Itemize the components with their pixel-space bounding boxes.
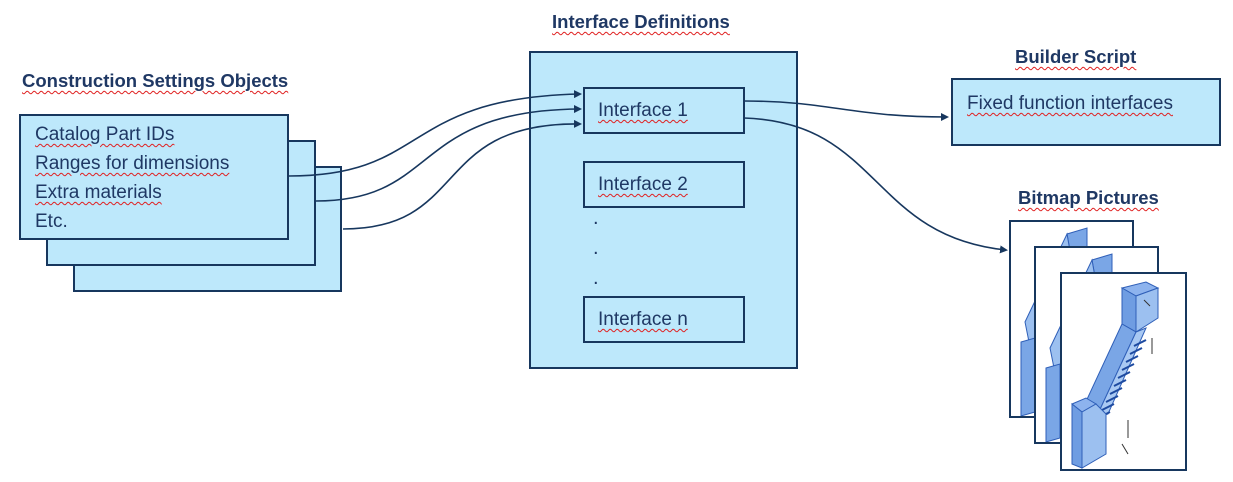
construction-object-front: Catalog Part IDs Ranges for dimensions E… — [19, 114, 289, 240]
interface-1-box: Interface 1 — [583, 87, 745, 134]
construction-item-ranges: Ranges for dimensions — [35, 153, 230, 174]
arrow-interface-1-to-bitmaps — [743, 117, 1008, 254]
arrow-front-object-to-interface-1 — [288, 90, 582, 177]
bitmap-pictures-heading: Bitmap Pictures — [1018, 187, 1159, 208]
interface-2-box: Interface 2 — [583, 161, 745, 208]
construction-item-extra-materials: Extra materials — [35, 182, 162, 203]
arrow-back-object-to-interface-1 — [342, 119, 582, 230]
ellipsis-dot-1: . — [593, 207, 599, 229]
construction-settings-heading: Construction Settings Objects — [22, 70, 289, 91]
builder-script-box: Fixed function interfaces — [951, 78, 1221, 146]
ellipsis-dot-2: . — [593, 237, 599, 259]
bitmap-sheet-front — [1060, 272, 1187, 471]
interface-2-label: Interface 2 — [598, 174, 688, 195]
interface-definitions-heading: Interface Definitions — [552, 11, 730, 32]
ellipsis-dot-3: . — [593, 267, 599, 289]
builder-script-label: Fixed function interfaces — [967, 93, 1173, 114]
arrow-middle-object-to-interface-1 — [315, 105, 582, 202]
construction-item-catalog-part-ids: Catalog Part IDs — [35, 124, 175, 145]
interface-n-label: Interface n — [598, 309, 688, 330]
escalator-picture-front — [1071, 281, 1160, 469]
interface-n-box: Interface n — [583, 296, 745, 343]
arrow-interface-1-to-builder-script — [743, 100, 949, 121]
construction-item-etc: Etc. — [35, 211, 68, 232]
interface-1-label: Interface 1 — [598, 100, 688, 121]
interface-definitions-container: Interface 1 Interface 2 . . . Interface … — [529, 51, 798, 369]
builder-script-heading: Builder Script — [1015, 46, 1137, 67]
